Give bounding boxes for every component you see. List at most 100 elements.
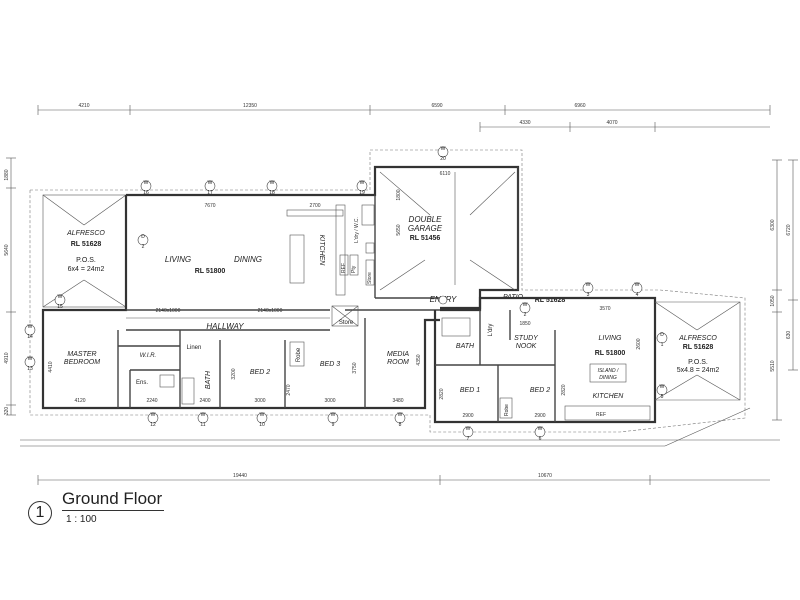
dim-left-2: 5640 <box>4 244 10 255</box>
dim-media-d: 4350 <box>416 354 422 365</box>
dim-ldry-w: 1800 <box>396 189 402 200</box>
svg-text:W: W <box>201 412 206 418</box>
svg-text:W: W <box>151 412 156 418</box>
bed1-unit-label: BED 1 <box>460 387 480 394</box>
alfresco-right-label: ALFRESCO <box>678 335 717 342</box>
study-label-2: NOOK <box>516 343 537 350</box>
alfresco-left-pos: P.O.S. <box>76 257 96 264</box>
dim-ens-w: 2240 <box>146 398 157 404</box>
kitchen-unit-label: KITCHEN <box>593 393 625 400</box>
dim-bed1-d: 2820 <box>439 388 445 399</box>
dim-bath-w: 2400 <box>199 398 210 404</box>
hallway-label: HALLWAY <box>206 322 244 331</box>
window-tags-top: W16 W17 W18 W19 W20 <box>140 146 449 196</box>
ref-label: REF <box>341 263 347 273</box>
dim-bed2u-w: 2900 <box>534 413 545 419</box>
dim-sky-1: 2140x1000 <box>156 308 181 314</box>
dim-right-1: 6300 <box>770 219 776 230</box>
svg-text:W: W <box>538 426 543 432</box>
dim-bed2-w: 3000 <box>254 398 265 404</box>
window-tags-right: W3 W4 D1 W2 <box>519 282 668 348</box>
living-unit-label: LIVING <box>599 335 623 342</box>
store-small-label: Store <box>367 272 373 284</box>
dim-media-w: 3480 <box>392 398 403 404</box>
window-tag-7: 7 <box>467 436 470 442</box>
living-rl: RL 51800 <box>195 268 226 275</box>
door-tag-1: 1 <box>661 342 664 348</box>
dim-top2-1: 4330 <box>519 120 530 126</box>
svg-text:W: W <box>260 412 265 418</box>
dim-top2-2: 4070 <box>606 120 617 126</box>
window-tag-18: 18 <box>269 190 275 196</box>
linen-label: Linen <box>187 345 202 351</box>
dim-kitchen-w: 2700 <box>309 203 320 209</box>
island-label-1: ISLAND / <box>598 368 619 374</box>
bath-unit-label: BATH <box>456 343 475 350</box>
window-tag-6: 6 <box>539 436 542 442</box>
master-label-2: BEDROOM <box>64 359 100 366</box>
window-tag-2: 2 <box>524 312 527 318</box>
robe-unit-label: Robe <box>504 404 510 416</box>
dim-right-2: 1050 <box>770 295 776 306</box>
dim-right2-2: 630 <box>786 331 792 340</box>
svg-text:W: W <box>441 146 446 152</box>
bed2-unit-label: BED 2 <box>530 387 550 394</box>
door-tag-d2: 2 <box>142 244 145 250</box>
dim-robe-d: 2470 <box>286 384 292 395</box>
garage-rl: RL 51456 <box>410 235 441 242</box>
window-tag-9: 9 <box>332 422 335 428</box>
drawing-number: 1 <box>28 501 52 525</box>
svg-text:W: W <box>28 324 33 330</box>
master-label-1: MASTER <box>67 351 96 358</box>
kitchen-main-label: KITCHEN <box>318 235 325 267</box>
dim-top-4: 6960 <box>574 103 585 109</box>
dim-kitchen-d: 2820 <box>561 384 567 395</box>
top-dimension-string: 4210 12350 6590 6960 4330 4070 <box>37 103 771 132</box>
window-tag-15: 15 <box>57 304 63 310</box>
svg-text:W: W <box>270 180 275 186</box>
title-underline <box>62 510 164 511</box>
svg-text:D: D <box>141 234 145 240</box>
window-tag-17: 17 <box>207 190 213 196</box>
dim-right-3: 5510 <box>770 360 776 371</box>
media-label-1: MEDIA <box>387 351 410 358</box>
svg-text:W: W <box>58 294 63 300</box>
study-label-1: STUDY <box>514 335 539 342</box>
dim-bed2-d: 3200 <box>231 368 237 379</box>
svg-text:W: W <box>360 180 365 186</box>
ldry-label: L'dry <box>488 324 494 337</box>
window-tags-left: W15 W14 W13 <box>24 294 66 372</box>
window-tag-11: 11 <box>200 422 205 428</box>
window-tags-bottom: W12 W11 W10 W9 W8 W7 W6 W5 <box>147 384 668 442</box>
window-tag-13: 13 <box>27 366 33 372</box>
door-tags: D2 <box>137 234 448 305</box>
right-dimension-string: 6300 1050 5510 6720 630 <box>770 159 798 421</box>
drawing-scale: 1 : 100 <box>66 514 97 525</box>
dim-bed1-w: 2900 <box>462 413 473 419</box>
window-tag-8: 8 <box>399 422 402 428</box>
garage-label-1: DOUBLE <box>409 215 443 224</box>
svg-text:W: W <box>523 302 528 308</box>
alfresco-left-rl: RL 51628 <box>71 241 102 248</box>
svg-text:W: W <box>208 180 213 186</box>
window-tag-4: 4 <box>636 292 639 298</box>
pty-label: Pty <box>351 265 357 273</box>
bed2-main-label: BED 2 <box>250 369 270 376</box>
dim-left-3: 4910 <box>4 352 10 363</box>
alfresco-right: ALFRESCO RL 51628 P.O.S. 5x4.8 = 24m2 <box>654 301 741 401</box>
dim-sky-2: 2140x1000 <box>258 308 283 314</box>
living-unit-rl: RL 51800 <box>595 350 626 357</box>
wir-label: W.I.R. <box>140 353 156 359</box>
dim-right2-1: 6720 <box>786 224 792 235</box>
dim-left-4: 320 <box>4 407 10 416</box>
svg-text:W: W <box>660 384 665 390</box>
sleeping-wing: HALLWAY 2140x1000 2140x1000 MASTER BEDRO… <box>48 305 422 408</box>
window-tag-20: 20 <box>440 156 446 162</box>
dining-label: DINING <box>234 255 262 264</box>
island-label-2: DINING <box>599 375 617 381</box>
living-label: LIVING <box>165 255 191 264</box>
window-tag-12: 12 <box>150 422 156 428</box>
dim-top-2: 12350 <box>243 103 257 109</box>
dim-master-w: 4120 <box>74 398 85 404</box>
